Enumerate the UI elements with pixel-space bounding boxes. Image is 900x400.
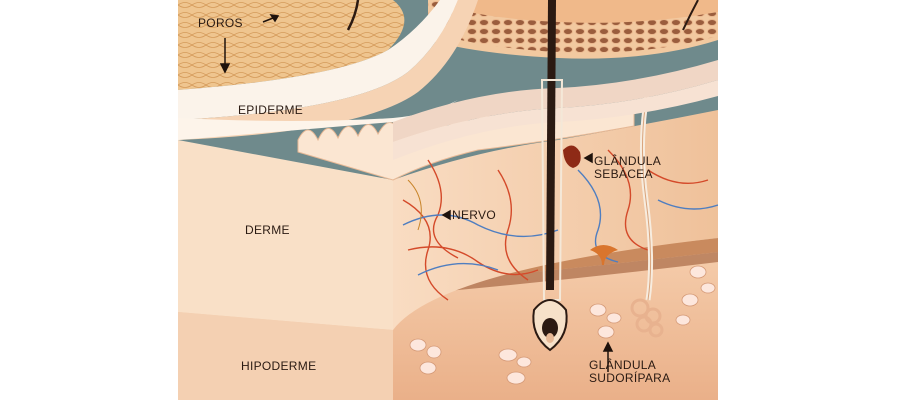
label-glandula-sebacea-line-2: SEBÁCEA — [594, 167, 653, 181]
hair-shaft — [546, 0, 556, 290]
label-glandula-sebacea-line-1: GLÂNDULA — [594, 154, 662, 168]
back-skin-slab — [428, 0, 718, 59]
blood-vessels — [402, 149, 718, 301]
label-glandula-sudoripara-line-2: SUDORÍPARA — [589, 371, 671, 385]
skin-cross-section-illustration — [178, 0, 718, 400]
sebaceous-gland-shape — [563, 145, 581, 168]
label-derme: DERME — [245, 223, 290, 237]
label-glandula-sebacea: GLÂNDULA SEBÁCEA — [594, 155, 661, 181]
label-hipoderme: HIPODERME — [241, 359, 317, 373]
sweat-gland-coil — [630, 298, 664, 338]
label-epiderme: EPIDERME — [238, 103, 304, 117]
label-glandula-sudoripara-line-1: GLÂNDULA — [589, 358, 657, 372]
nervo-pointer — [441, 209, 451, 221]
label-poros: POROS — [198, 16, 243, 30]
label-pointers — [219, 14, 614, 372]
dermis-layer — [178, 89, 718, 338]
fat-cells — [409, 265, 716, 385]
hairs — [346, 0, 699, 352]
label-glandula-sudoripara: GLÂNDULA SUDORÍPARA — [589, 359, 670, 385]
glandula-sebacea-pointer — [583, 152, 593, 164]
label-nervo: NERVO — [452, 208, 496, 222]
epidermis-layer — [178, 0, 718, 160]
